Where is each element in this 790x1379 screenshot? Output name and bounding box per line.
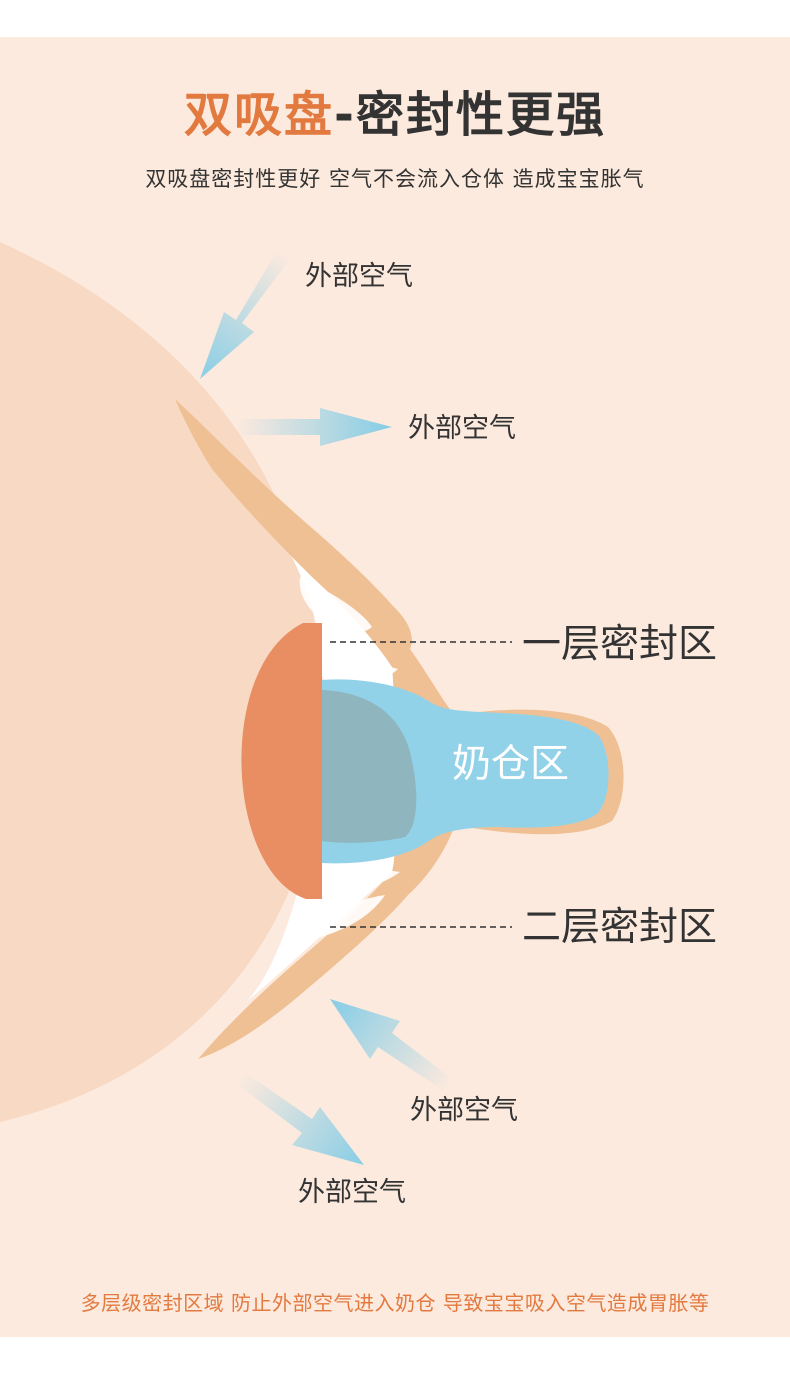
air-arrow-3: [330, 999, 452, 1091]
areola: [241, 623, 322, 899]
diagram-panel: 双吸盘-密封性更强 双吸盘密封性更好 空气不会流入仓体 造成宝宝胀气: [0, 37, 790, 1337]
footer-note: 多层级密封区域 防止外部空气进入奶仓 导致宝宝吸入空气造成胃胀等: [80, 1291, 710, 1315]
flange-rib-upper: [299, 577, 372, 633]
air-label-2: 外部空气: [408, 413, 516, 444]
flange-rib-lower: [318, 857, 400, 891]
seal-diagram: 外部空气 外部空气 外部空气 外部空气 一层密封区 二层密封区 奶仓区: [0, 242, 717, 1208]
flange-rib-upper-2: [322, 647, 398, 682]
title-accent: 双吸盘: [184, 87, 335, 143]
air-label-3: 外部空气: [410, 1095, 518, 1126]
seal-zone-1-label: 一层密封区: [522, 622, 717, 667]
milk-chamber-label: 奶仓区: [452, 742, 569, 787]
air-label-4: 外部空气: [298, 1177, 406, 1208]
seal-zone-2-label: 二层密封区: [522, 905, 717, 950]
air-arrow-2: [235, 408, 392, 446]
nipple-shape: [322, 690, 417, 843]
breast-shape: [0, 242, 323, 1122]
page-title: 双吸盘-密封性更强: [0, 75, 790, 145]
air-arrow-1: [200, 249, 290, 379]
flange-rib-lower-2: [305, 895, 385, 939]
title-rest: -密封性更强: [334, 87, 606, 143]
air-label-1: 外部空气: [305, 261, 413, 292]
subtitle: 双吸盘密封性更好 空气不会流入仓体 造成宝宝胀气: [145, 167, 645, 191]
air-arrow-4: [238, 1073, 364, 1165]
